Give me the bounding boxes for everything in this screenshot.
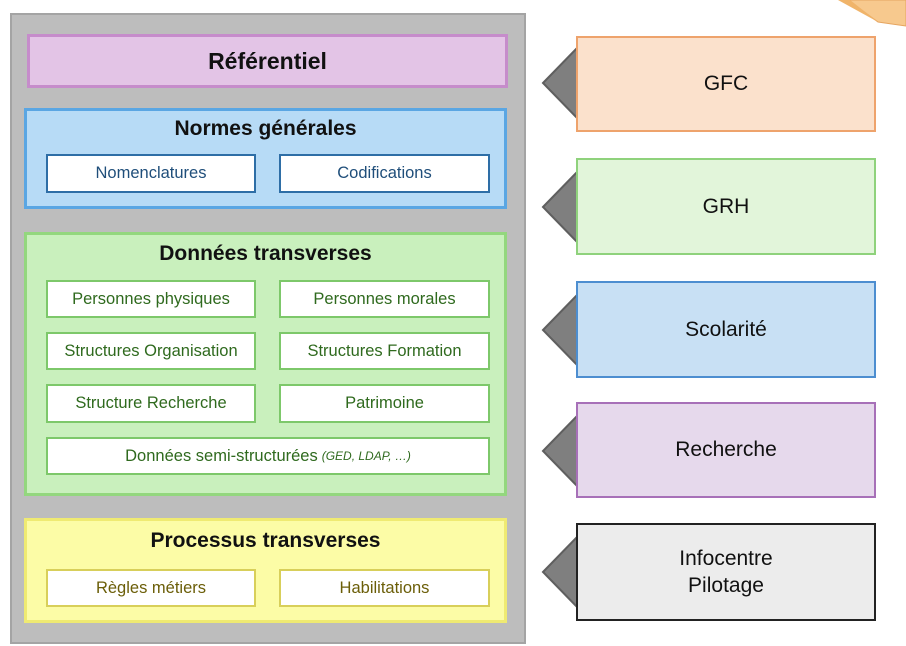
system-box-grh: GRH	[576, 158, 876, 255]
structure-recherche-box: Structure Recherche	[46, 384, 256, 423]
system-label-grh: GRH	[702, 194, 750, 218]
donnees-transverses-section: Données transverses Personnes physiques …	[24, 232, 507, 496]
normes-generales-section: Normes générales Nomenclatures Codificat…	[24, 108, 507, 209]
system-box-gfc: GFC	[576, 36, 876, 132]
normes-generales-title: Normes générales	[174, 117, 357, 140]
corner-decoration	[838, 0, 906, 27]
nomenclatures-box: Nomenclatures	[46, 154, 256, 193]
processus-transverses-title: Processus transverses	[150, 529, 381, 552]
personnes-morales-box: Personnes morales	[279, 280, 490, 318]
structures-formation-box: Structures Formation	[279, 332, 490, 370]
system-label-infocentre: Infocentre	[679, 546, 773, 570]
structures-organisation-box: Structures Organisation	[46, 332, 256, 370]
donnees-semi-structurees-note: (GED, LDAP, …)	[321, 449, 411, 463]
regles-metiers-box: Règles métiers	[46, 569, 256, 607]
personnes-physiques-box: Personnes physiques	[46, 280, 256, 318]
system-box-recherche: Recherche	[576, 402, 876, 498]
donnees-transverses-title: Données transverses	[159, 242, 372, 265]
codifications-box: Codifications	[279, 154, 490, 193]
system-label-pilotage: Pilotage	[688, 574, 764, 597]
system-label-gfc: GFC	[703, 72, 749, 96]
referentiel-title: Référentiel	[27, 34, 508, 88]
system-label-scolarite: Scolarité	[685, 317, 767, 341]
processus-transverses-section: Processus transverses Règles métiers Hab…	[24, 518, 507, 623]
habilitations-box: Habilitations	[279, 569, 490, 607]
system-box-scolarite: Scolarité	[576, 281, 876, 378]
patrimoine-box: Patrimoine	[279, 384, 490, 423]
system-label-recherche: Recherche	[675, 438, 777, 462]
donnees-semi-structurees-box: Données semi-structurées(GED, LDAP, …)	[46, 437, 490, 475]
donnees-semi-structurees-label: Données semi-structurées	[125, 446, 318, 465]
system-box-infocentre-pilotage: Infocentre Pilotage	[576, 523, 876, 621]
